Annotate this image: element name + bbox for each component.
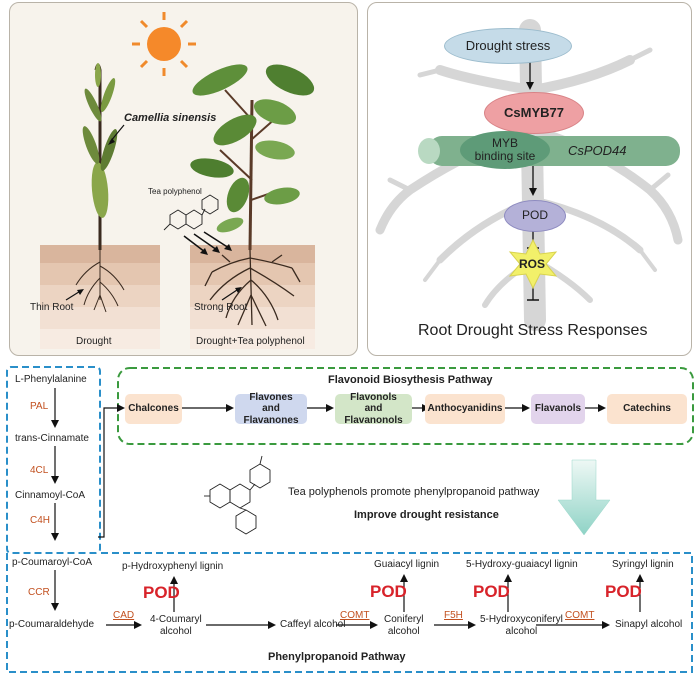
trans-cinnamate: trans-Cinnamate [15, 433, 89, 444]
cinnamoyl-coa: Cinnamoyl-CoA [15, 490, 86, 501]
cspod44-label: CsPOD44 [568, 143, 627, 158]
p-coumaroyl-coa: p-Coumaroyl-CoA [12, 557, 93, 568]
enzyme-f5h: F5H [444, 610, 463, 621]
enzyme-4cl: 4CL [30, 465, 49, 476]
drought-plant [65, 63, 125, 313]
phenylalanine-dashed-box [6, 366, 101, 554]
caffeyl-alcohol: Caffeyl alcohol [280, 619, 346, 630]
root-response-caption: Root Drought Stress Responses [418, 322, 648, 339]
coniferyl-alcohol: Coniferyl alcohol [384, 614, 424, 637]
promote-text: Tea polyphenols promote phenylpropanoid … [288, 486, 540, 498]
drought-stress-node: Drought stress [444, 28, 572, 64]
phenylpropanoid-dashed-box [6, 552, 693, 673]
lignin-p-hydroxyphenyl: p-Hydroxyphenyl lignin [122, 561, 224, 572]
improve-text: Improve drought resistance [354, 509, 499, 521]
flavonoid-step-catechins: Catechins [607, 394, 687, 424]
flavonoid-step-anthocyanidins: Anthocyanidins [425, 394, 505, 424]
tea-polyphenol-label: Tea polyphenol [148, 187, 202, 196]
p-coumaraldehyde: p-Coumaraldehyde [9, 619, 95, 630]
l-phenylalanine: L-Phenylalanine [15, 374, 87, 385]
drought-tea-label: Drought+Tea polyphenol [196, 336, 305, 347]
thin-root-label: Thin Root [30, 302, 74, 313]
flavonoid-step-flavones: Flavones and Flavanones [235, 392, 307, 426]
soil-tea [190, 245, 315, 349]
species-label: Camellia sinensis [124, 112, 217, 124]
enzyme-pal: PAL [30, 401, 49, 412]
enzyme-comt-2: COMT [565, 610, 595, 621]
ros-label: ROS [519, 257, 546, 271]
pod-node: POD [504, 200, 566, 232]
five-hydroxyconiferyl-alcohol: 5-Hydroxyconiferyl alcohol [480, 614, 563, 637]
flavonoid-step-chalcones: Chalcones [125, 394, 182, 424]
four-coumaryl-alcohol: 4-Coumaryl alcohol [150, 614, 202, 637]
enzyme-ccr: CCR [28, 587, 50, 598]
enzyme-comt-1: COMT [340, 610, 370, 621]
lignin-5-hydroxy-guaiacyl: 5-Hydroxy-guaiacyl lignin [466, 559, 578, 570]
flavonoid-title: Flavonoid Biosythesis Pathway [328, 374, 493, 386]
pod-label-3: POD [473, 582, 510, 601]
drought-label: Drought [76, 336, 112, 347]
csmyb77-node: CsMYB77 [484, 92, 584, 134]
flavonoid-step-flavonols: Flavonols and Flavanonols [335, 392, 412, 426]
enzyme-c4h: C4H [30, 515, 51, 526]
pod-label-4: POD [605, 582, 642, 601]
myb-binding-site-node: MYB binding site [460, 131, 550, 169]
pod-label-1: POD [143, 583, 180, 602]
enzyme-cad: CAD [113, 610, 135, 621]
flavonoid-step-flavanols: Flavanols [531, 394, 585, 424]
sinapyl-alcohol: Sinapyl alcohol [615, 619, 683, 630]
strong-root-label: Strong Root [194, 302, 248, 313]
ros-burst-icon [508, 238, 558, 290]
catechin-structure [204, 455, 271, 535]
tea-polyphenol-structure [163, 194, 219, 231]
gene-bar-cap [418, 138, 440, 164]
phenylpropanoid-title: Phenylpropanoid Pathway [268, 651, 406, 663]
lignin-syringyl: Syringyl lignin [612, 559, 674, 570]
lignin-guaiacyl: Guaiacyl lignin [374, 559, 440, 570]
downward-flow-arrow [557, 459, 611, 536]
tea-treated-plant [190, 64, 315, 327]
sun-icon [132, 12, 196, 76]
pod-label-2: POD [370, 582, 407, 601]
